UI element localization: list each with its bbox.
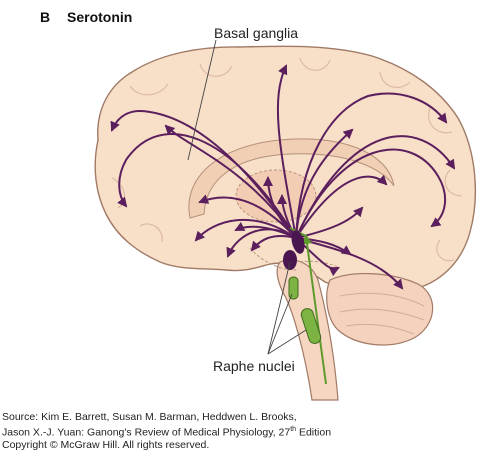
raphe-nuclei (283, 230, 322, 344)
leader-lines (187, 39, 307, 355)
raphe-nuclei-label: Raphe nuclei (213, 358, 295, 374)
basal-ganglia-label: Basal ganglia (214, 25, 299, 41)
panel-letter: B (40, 9, 51, 25)
source-citation: Source: Kim E. Barrett, Susan M. Barman,… (2, 411, 490, 451)
source-line-3: Copyright © McGraw Hill. All rights rese… (2, 438, 210, 451)
figure-title: Serotonin (67, 9, 133, 25)
source-line-2: Jason X.-J. Yuan: Ganong's Review of Med… (2, 425, 332, 439)
dashed-boundary (249, 247, 297, 271)
cerebellum-folia (339, 292, 425, 335)
gyri-texture (111, 57, 463, 262)
brain-cerebrum (94, 45, 477, 294)
dashed-boundary-2 (299, 260, 341, 269)
serotonin-projections (110, 64, 456, 290)
source-line-1: Source: Kim E. Barrett, Susan M. Barman,… (2, 411, 297, 423)
